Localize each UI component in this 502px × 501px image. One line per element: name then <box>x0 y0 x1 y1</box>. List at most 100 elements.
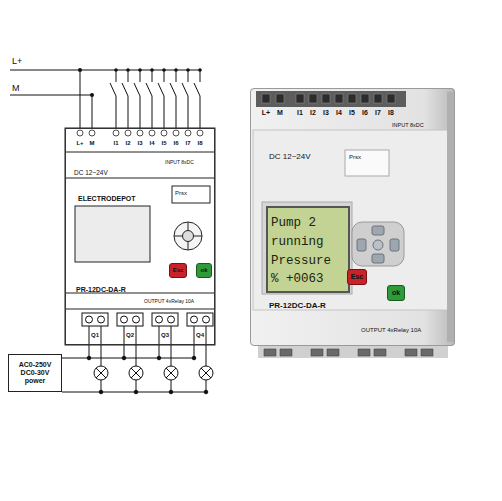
wire <box>164 96 165 128</box>
terminal-label: I5 <box>161 140 166 147</box>
panel-text: DC 12~24V <box>269 153 311 162</box>
terminal-screw <box>173 130 179 136</box>
terminal-label: I3 <box>137 140 142 147</box>
terminal-label: I7 <box>185 140 190 147</box>
supply-rail <box>62 358 194 359</box>
wire <box>140 96 141 128</box>
panel-text: DC 12~24V <box>74 169 108 176</box>
terminal-screw <box>322 94 330 103</box>
lamp-cross <box>166 368 176 378</box>
terminal-label: I6 <box>362 109 368 117</box>
terminal-screw <box>149 130 155 136</box>
panel-label: INPUT 8xDC <box>165 160 194 166</box>
wire <box>206 326 207 366</box>
junction-dot <box>174 68 178 72</box>
switch-contact <box>158 83 164 96</box>
junction-dot <box>162 68 166 72</box>
terminal-label: Q4 <box>196 332 204 339</box>
wire <box>194 326 195 358</box>
wire <box>200 70 201 82</box>
terminal-label: I8 <box>197 140 202 147</box>
terminal-screw <box>86 316 93 323</box>
terminal-screw <box>348 94 356 103</box>
terminal-screw <box>98 316 105 323</box>
junction-dot <box>186 68 190 72</box>
wire <box>152 96 153 128</box>
keypad-divider <box>188 222 189 230</box>
switch-contact <box>194 83 200 96</box>
terminal-screw <box>168 316 175 323</box>
terminal-label: I5 <box>349 109 355 117</box>
lamp-cross <box>131 368 141 378</box>
lamp-cross <box>166 368 176 378</box>
terminal-screw <box>262 94 270 103</box>
panel-text: PR-12DC-DA-R <box>76 286 126 294</box>
rail-label: M <box>12 84 20 94</box>
housing-fill <box>250 88 455 346</box>
junction-dot <box>150 68 154 72</box>
wire <box>101 326 102 366</box>
lamp-symbol <box>94 366 108 380</box>
terminal-screw <box>374 94 382 103</box>
terminal-screw <box>89 130 95 136</box>
lamp-symbol <box>164 366 178 380</box>
button-text: Esc <box>351 273 363 281</box>
terminal-label: I8 <box>388 109 394 117</box>
power-supply: AC0-250V DC0-30V power <box>8 354 62 392</box>
terminal-label: Q2 <box>126 332 134 339</box>
wire <box>171 326 172 366</box>
lamp-symbol <box>199 366 213 380</box>
input-switches <box>110 70 200 128</box>
junction-dot <box>138 68 142 72</box>
esc-button: Esc <box>169 263 187 278</box>
housing-fill <box>65 128 215 345</box>
panel-line <box>65 309 215 310</box>
terminal-screw <box>361 94 369 103</box>
terminal-screw <box>203 316 210 323</box>
supply-text: AC0-250V DC0-30V power <box>11 361 59 384</box>
plc-unit: DC 12~24VPR-12DC-DA-ROUTPUT 4xRelay 10AP… <box>250 88 455 346</box>
terminal-screw <box>185 130 191 136</box>
wire <box>89 326 90 358</box>
terminal-label: I1 <box>113 140 118 147</box>
lamp-cross <box>131 368 141 378</box>
wire <box>188 96 189 128</box>
panel-label: Prsx <box>349 154 361 161</box>
ok-button: ok <box>387 285 405 301</box>
arrow-key <box>357 239 366 251</box>
terminal-screw <box>191 316 198 323</box>
panel-label: INPUT 8xDC <box>392 122 424 128</box>
junction-dot <box>78 68 82 72</box>
output-terminal <box>264 349 292 356</box>
wire <box>128 96 129 128</box>
terminal-label: M <box>90 140 95 147</box>
wire <box>188 70 189 82</box>
output-terminal <box>117 313 143 326</box>
lamp-cross <box>201 368 211 378</box>
wire <box>136 326 137 366</box>
wire <box>164 70 165 82</box>
wire <box>176 70 177 82</box>
terminal-label: Q3 <box>161 332 169 339</box>
output-terminal <box>358 349 386 356</box>
panel-text: OUTPUT 4xRelay 10A <box>361 327 421 334</box>
center-key <box>373 240 383 250</box>
output-terminal <box>405 349 433 356</box>
keypad <box>352 222 404 266</box>
wire <box>159 326 160 358</box>
switch-contact <box>134 83 140 96</box>
button-text: Esc <box>173 267 184 274</box>
terminal-screw <box>387 94 395 103</box>
junction-dot <box>114 68 118 72</box>
supply-wires <box>10 70 201 128</box>
switch-contact <box>110 83 116 96</box>
terminal-label: I2 <box>125 140 130 147</box>
output-terminal-block <box>258 346 448 358</box>
arrow-key <box>390 239 399 251</box>
arrow-key <box>372 226 384 235</box>
terminal-label: I2 <box>310 109 316 117</box>
panel-line <box>65 152 215 153</box>
terminal-label: I4 <box>149 140 154 147</box>
keypad-center <box>183 231 194 242</box>
